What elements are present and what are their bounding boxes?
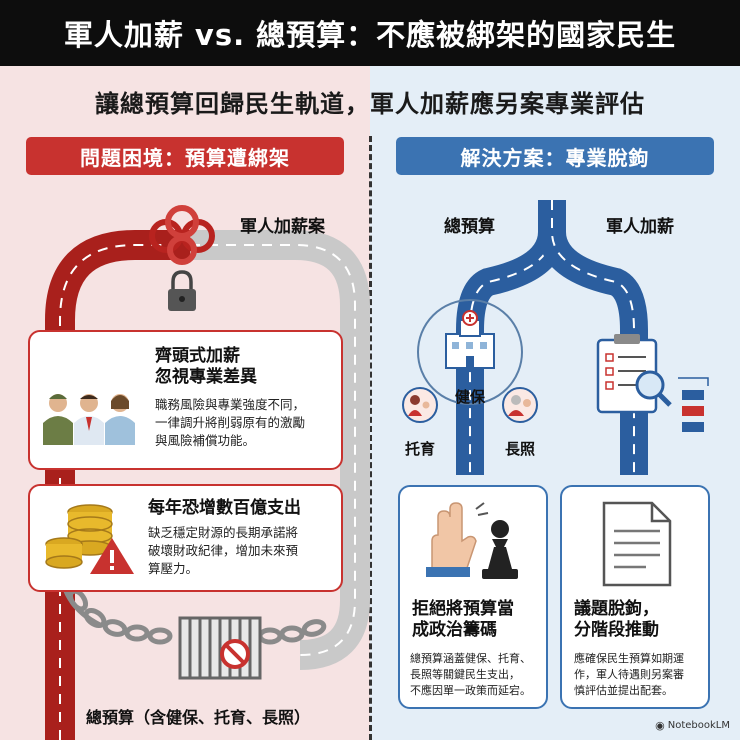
red-road — [45, 230, 190, 740]
total-budget-label: 總預算（含健保、托育、長照） — [86, 708, 311, 727]
card-desc-line: 算壓力。 — [148, 561, 199, 577]
card-desc-line: 作，軍人待遇則另案審 — [574, 667, 684, 681]
no-entry-icon — [220, 639, 250, 669]
magnifier-icon — [635, 370, 672, 407]
card-title: 議題脫鉤， 分階段推動 — [574, 599, 659, 642]
problem-header: 問題困境：預算遭綁架 — [26, 137, 344, 175]
card-desc-line: 不應因單一政策而延宕。 — [410, 683, 531, 697]
card-desc-line: 慎評估並提出配套。 — [574, 683, 673, 697]
soldiers-icon — [43, 394, 135, 445]
solution-card-reject-bargaining: 拒絕將預算當 成政治籌碼 總預算涵蓋健保、托育、 長照等關鍵民生支出， 不應因單… — [398, 485, 548, 709]
page-title: 軍人加薪 vs. 總預算：不應被綁架的國家民生 — [0, 0, 740, 66]
card-desc-line: 缺乏穩定財源的長期承諾將 — [148, 525, 299, 540]
card-title-line: 齊頭式加薪 — [155, 346, 240, 366]
watermark-text: NotebookLM — [667, 720, 730, 731]
solution-card-decouple: 議題脫鉤， 分階段推動 應確保民生預算如期運 作，軍人待遇則另案審 慎評估並提出… — [560, 485, 710, 709]
card-desc-line: 長照等關鍵民生支出， — [410, 667, 520, 681]
card-title-line: 拒絕將預算當 — [412, 599, 514, 619]
page-subtitle: 讓總預算回歸民生軌道，軍人加薪應另案專業評估 — [95, 90, 645, 118]
card-description: 缺乏穩定財源的長期承諾將 破壞財政紀律，增加未來預 算壓力。 — [148, 524, 298, 578]
card-title-line: 每年恐增數百億支出 — [148, 498, 301, 518]
icon-label-health: 健保 — [455, 388, 486, 406]
flowchart-icon — [678, 377, 709, 432]
padlock-icon — [168, 270, 196, 311]
card-title-line: 議題脫鉤， — [574, 599, 659, 619]
card-title-line: 成政治籌碼 — [412, 620, 497, 641]
card-desc-line: 應確保民生預算如期運 — [574, 652, 684, 665]
card-title-line: 分階段推動 — [574, 620, 659, 641]
card-desc-line: 總預算涵蓋健保、托育、 — [410, 652, 531, 665]
road-label-salary: 軍人加薪 — [606, 217, 674, 237]
hospital-icon — [417, 299, 523, 405]
card-title-line: 忽視專業差異 — [155, 367, 257, 388]
card-desc-line: 職務風險與專業強度不同， — [155, 397, 306, 412]
knot-icon — [149, 205, 215, 265]
document-icon — [602, 501, 672, 587]
elderly-icon — [502, 387, 538, 423]
panel-divider — [369, 136, 372, 740]
cage-icon — [178, 616, 262, 680]
card-title: 拒絕將預算當 成政治籌碼 — [412, 599, 514, 642]
card-description: 應確保民生預算如期運 作，軍人待遇則另案審 慎評估並提出配套。 — [574, 651, 684, 699]
card-description: 職務風險與專業強度不同， 一律調升將削弱原有的激勵 與風險補償功能。 — [155, 396, 305, 450]
card-description: 總預算涵蓋健保、托育、 長照等關鍵民生支出， 不應因單一政策而延宕。 — [410, 651, 531, 699]
problem-card-uniform-raise: 齊頭式加薪 忽視專業差異 職務風險與專業強度不同， 一律調升將削弱原有的激勵 與… — [28, 330, 343, 470]
card-title: 齊頭式加薪 忽視專業差異 — [155, 346, 257, 389]
coins-warning-icon — [45, 504, 134, 574]
notebooklm-logo-icon: ◉ — [655, 719, 665, 732]
road-label-salary-bill: 軍人加薪案 — [240, 217, 325, 237]
family-icon — [402, 387, 438, 423]
solution-header: 解決方案：專業脫鉤 — [396, 137, 714, 175]
watermark: ◉ NotebookLM — [655, 719, 730, 732]
icon-label-longterm: 長照 — [505, 440, 536, 458]
icon-label-childcare: 托育 — [405, 440, 436, 458]
stop-hand-icon — [426, 502, 489, 577]
card-desc-line: 破壞財政紀律，增加未來預 — [148, 543, 299, 559]
chess-pawn-icon — [482, 520, 518, 579]
card-title: 每年恐增數百億支出 — [148, 498, 301, 519]
problem-card-annual-cost: 每年恐增數百億支出 缺乏穩定財源的長期承諾將 破壞財政紀律，增加未來預 算壓力。 — [28, 484, 343, 592]
card-desc-line: 一律調升將削弱原有的激勵 — [155, 415, 306, 431]
card-desc-line: 與風險補償功能。 — [155, 433, 256, 449]
road-label-budget: 總預算 — [444, 217, 495, 237]
